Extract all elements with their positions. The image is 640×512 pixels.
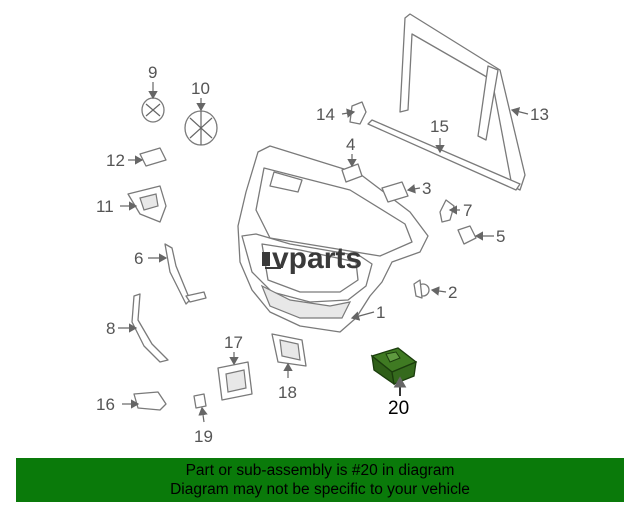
callout-4: 4: [346, 135, 355, 154]
part-19-plug[interactable]: [193, 393, 207, 409]
part-14-clip[interactable]: [349, 101, 367, 125]
vparts-logo: vparts: [262, 242, 362, 275]
part-3-bracket[interactable]: [381, 181, 409, 203]
part-15-belt-molding[interactable]: [367, 119, 521, 191]
callout-7: 7: [463, 201, 472, 220]
callout-12: 12: [106, 151, 125, 170]
part-6-trim-strip[interactable]: [164, 243, 207, 305]
part-5-clip[interactable]: [457, 225, 477, 245]
callout-18: 18: [278, 383, 297, 402]
part-17-handle-bezel[interactable]: [217, 361, 253, 401]
callout-6: 6: [134, 249, 143, 268]
info-banner-line-1: Part or sub-assembly is #20 in diagram: [185, 462, 455, 479]
logo-text: vparts: [272, 242, 362, 275]
part-20-highlighted-switch[interactable]: [370, 347, 418, 386]
info-banner-line-2: Diagram may not be specific to your vehi…: [170, 481, 470, 498]
callout-19: 19: [194, 427, 213, 446]
part-9-grille[interactable]: [141, 97, 165, 123]
part-7-bracket[interactable]: [439, 199, 455, 223]
info-banner: Part or sub-assembly is #20 in diagram D…: [16, 458, 624, 502]
part-11-switch-bezel[interactable]: [127, 185, 167, 223]
callout-5: 5: [496, 227, 505, 246]
callout-3: 3: [422, 179, 431, 198]
part-1-door-panel[interactable]: [237, 145, 429, 333]
callout-labels: 1 2 3 4 5 6 7 8 9 10 11 12 13 14 15 16 1…: [96, 63, 549, 446]
callout-13: 13: [530, 105, 549, 124]
part-2-push-clip[interactable]: [413, 279, 430, 299]
leader-lines: [118, 82, 529, 423]
part-12-switch[interactable]: [139, 147, 167, 167]
callout-10: 10: [191, 79, 210, 98]
callout-2: 2: [448, 283, 457, 302]
part-18-bezel[interactable]: [271, 333, 307, 367]
part-10-speaker[interactable]: [184, 110, 218, 146]
callout-14: 14: [316, 105, 335, 124]
callout-9: 9: [148, 63, 157, 82]
callout-1: 1: [376, 303, 385, 322]
callout-16: 16: [96, 395, 115, 414]
callout-17: 17: [224, 333, 243, 352]
callout-11: 11: [96, 197, 114, 216]
part-16-bracket[interactable]: [133, 391, 167, 411]
callout-15: 15: [430, 117, 449, 136]
callout-8: 8: [106, 319, 115, 338]
callout-20: 20: [388, 398, 409, 419]
part-8-trim-strip[interactable]: [131, 293, 169, 363]
